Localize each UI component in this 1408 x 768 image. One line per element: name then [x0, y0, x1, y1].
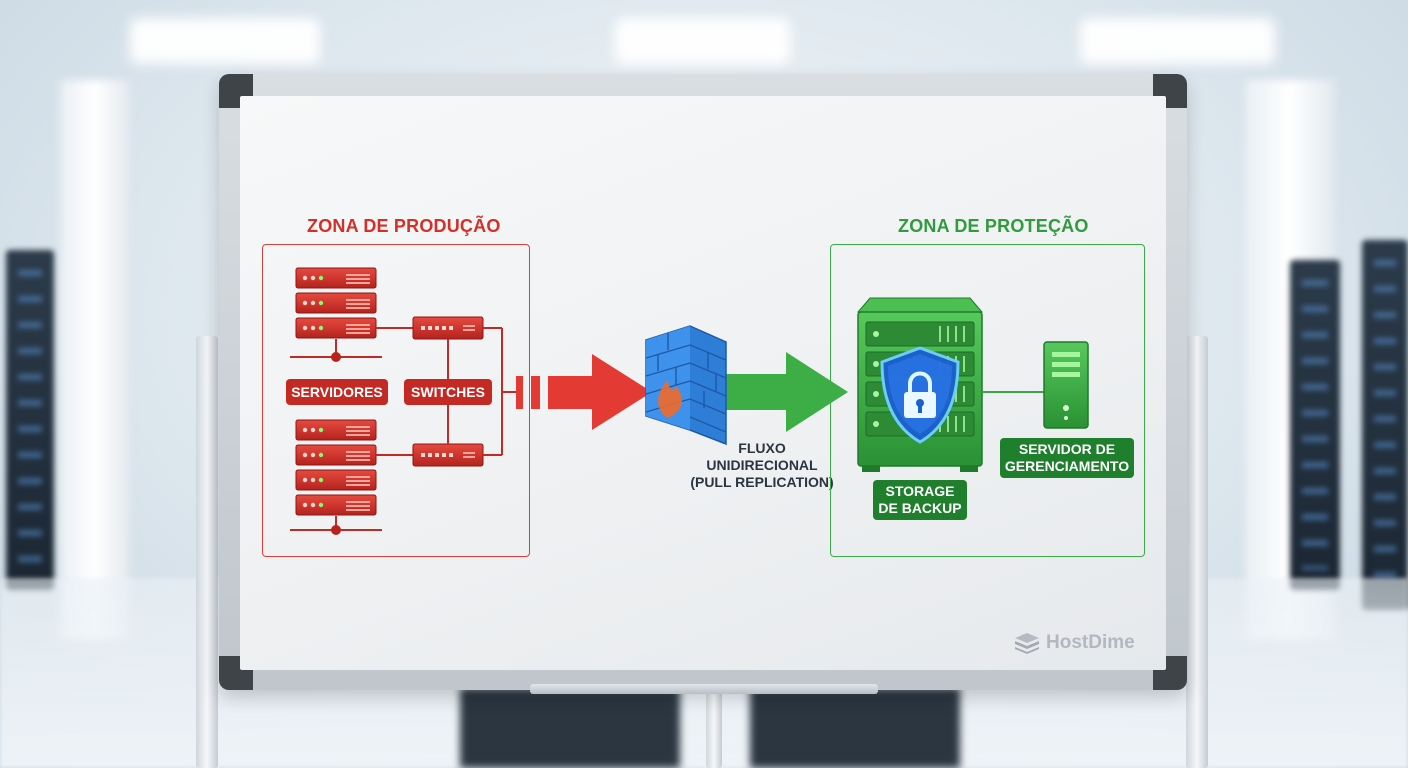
- network-switch-icon: [412, 443, 484, 467]
- server-rack-background: [1362, 240, 1408, 610]
- brand-name: HostDime: [1046, 632, 1135, 653]
- ceiling-light: [1080, 18, 1275, 64]
- server-rack-background: [1290, 260, 1340, 590]
- network-switch-icon: [412, 316, 484, 340]
- production-zone-title: ZONA DE PRODUÇÃO: [307, 216, 501, 236]
- stand-leg-left: [196, 336, 218, 768]
- red-flow-arrow: [502, 354, 652, 430]
- shield-lock-icon: [880, 346, 960, 444]
- marker-tray: [530, 684, 878, 694]
- stand-leg-center: [706, 690, 722, 768]
- green-flow-arrow: [720, 352, 848, 432]
- management-server-icon: [1043, 341, 1089, 429]
- server-rack-background: [6, 250, 54, 590]
- hostdime-logo-icon: [1015, 633, 1039, 654]
- storage-backup-label: STORAGE DE BACKUP: [873, 480, 967, 520]
- server-rack-icon: [295, 267, 377, 339]
- protection-zone-title: ZONA DE PROTEÇÃO: [898, 216, 1089, 236]
- firewall-icon: [645, 325, 727, 446]
- production-zone: [262, 244, 530, 557]
- management-server-label: SERVIDOR DE GERENCIAMENTO: [1000, 438, 1134, 478]
- ceiling-light: [130, 18, 320, 64]
- servers-label: SERVIDORES: [286, 379, 388, 405]
- hostdime-logo: HostDime: [1014, 632, 1135, 654]
- flow-label: FLUXO UNIDIRECIONAL (PULL REPLICATION): [690, 440, 834, 490]
- protection-zone: [830, 244, 1145, 557]
- switches-label: SWITCHES: [404, 379, 492, 405]
- pillar: [60, 80, 130, 640]
- floor-rack: [460, 688, 680, 768]
- ceiling-light: [615, 18, 790, 64]
- floor-rack: [750, 688, 960, 768]
- server-rack-icon: [295, 419, 377, 516]
- stand-leg-right: [1186, 336, 1208, 768]
